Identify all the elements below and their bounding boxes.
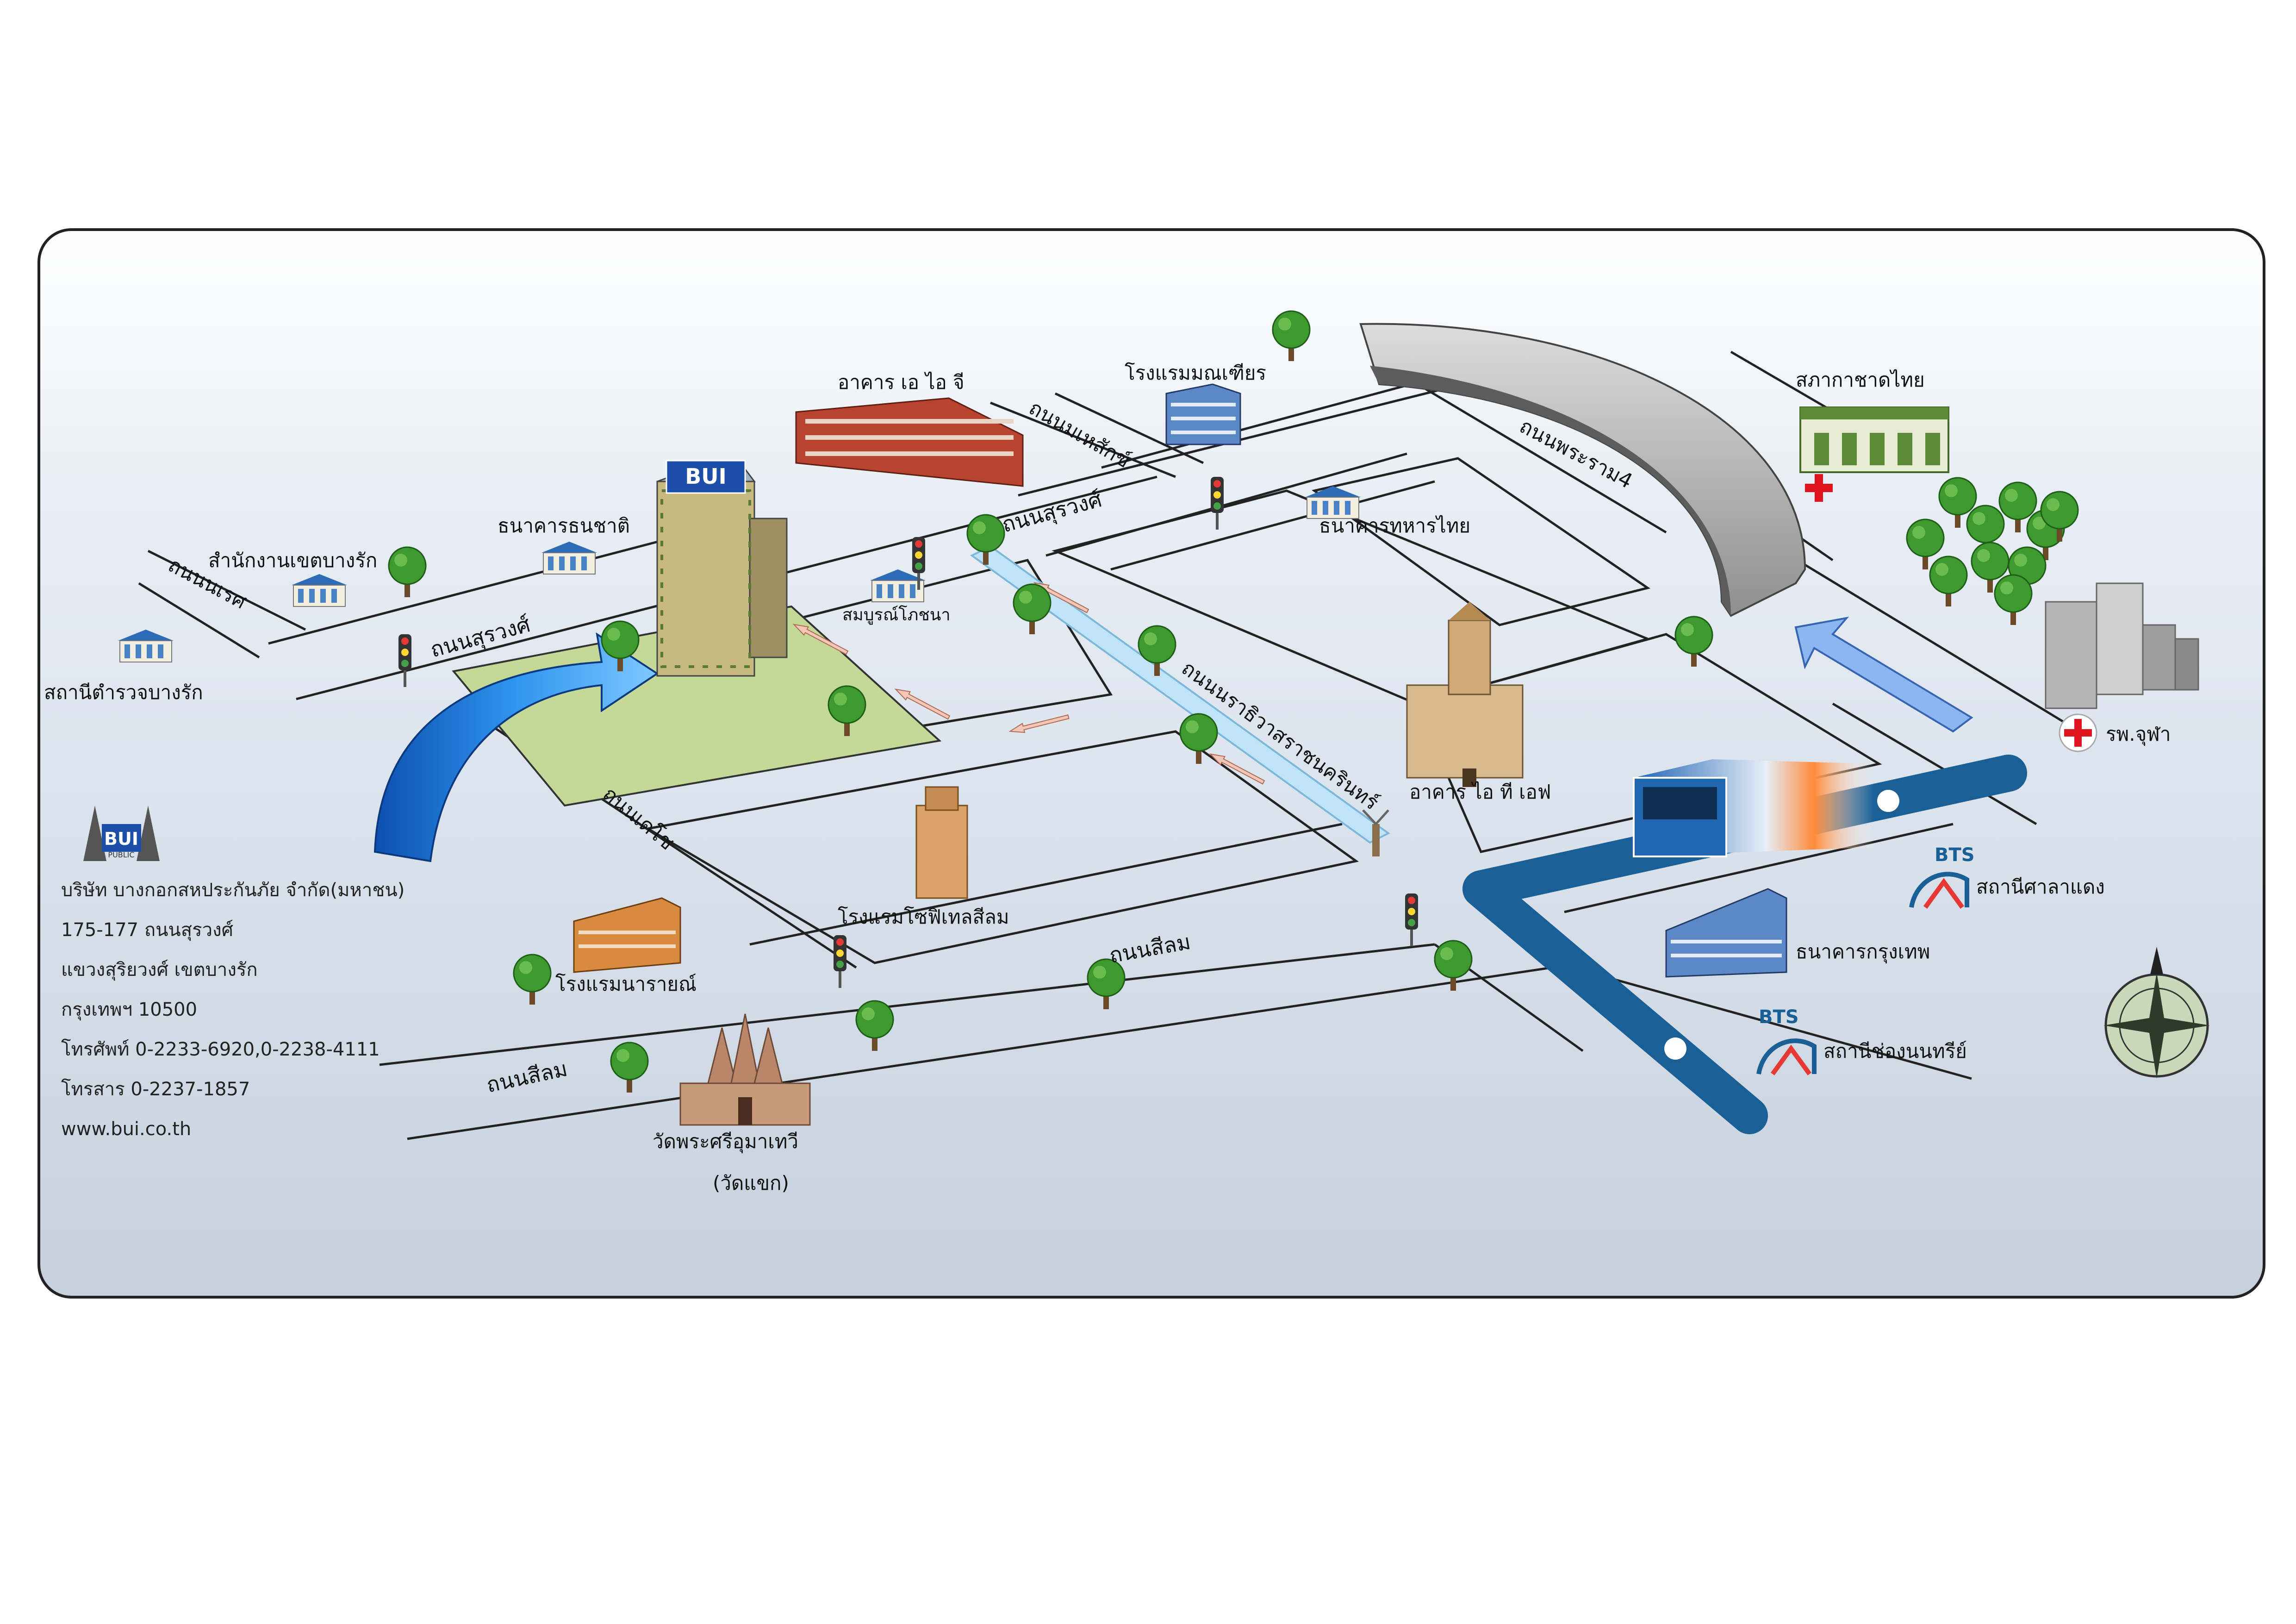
compass-icon <box>2103 947 2210 1079</box>
svg-text:PUBLIC: PUBLIC <box>108 850 134 859</box>
company-name: บริษัท บางกอกสหประกันภัย จำกัด(มหาชน) <box>61 880 405 901</box>
sofitel-building <box>915 786 968 899</box>
windmill-icon <box>1362 809 1389 856</box>
svg-text:BTS: BTS <box>1759 1006 1799 1028</box>
company-website[interactable]: www.bui.co.th <box>61 1118 192 1140</box>
company-logo: BUI PUBLIC <box>83 806 160 861</box>
company-fax: โทรสาร 0-2237-1857 <box>61 1079 250 1100</box>
label-thanachart-bank: ธนาคารธนชาติ <box>498 514 630 537</box>
temple-building <box>679 1013 811 1126</box>
label-bts-chongnonsi: สถานีช่องนนทรีย์ <box>1823 1040 1967 1062</box>
label-itf: อาคาร ไอ ที เอฟ <box>1409 781 1551 803</box>
label-red-cross: สภากาชาดไทย <box>1796 369 1925 391</box>
bangkok-bank-building <box>1665 888 1787 978</box>
red-cross-icon <box>1805 474 1833 502</box>
label-temple: วัดพระศรีอุมาเทวี <box>653 1130 798 1154</box>
bts-logo-chongnonsi: BTS <box>1756 1006 1817 1075</box>
bts-saladaeng-dot[interactable] <box>1877 790 1899 812</box>
label-police-station: สถานีตำรวจบางรัก <box>44 681 203 704</box>
label-somboon: สมบูรณ์โภชนา <box>842 605 951 625</box>
bts-chongnonsi-dot[interactable] <box>1664 1037 1686 1060</box>
bts-logo-saladaeng: BTS <box>1909 844 1975 909</box>
bts-train <box>1633 759 1874 857</box>
label-narai: โรงแรมนารายณ์ <box>555 973 697 995</box>
svg-text:BTS: BTS <box>1935 844 1975 866</box>
label-aig: อาคาร เอ ไอ จี <box>838 371 964 394</box>
company-address-1: 175-177 ถนนสุรวงศ์ <box>61 919 234 941</box>
bui-building: BUI <box>656 460 788 677</box>
company-info: บริษัท บางกอกสหประกันภัย จำกัด(มหาชน) 17… <box>61 870 404 1149</box>
chula-hospital-buildings <box>2045 582 2199 709</box>
aig-building <box>795 397 1024 487</box>
bui-building-sign: BUI <box>685 464 727 489</box>
label-sofitel: โรงแรมโซฟิเทลสีลม <box>838 906 1009 928</box>
company-phone: โทรศัพท์ 0-2233-6920,0-2238-4111 <box>61 1039 380 1060</box>
montien-hotel-building <box>1165 383 1241 445</box>
label-tmb-bank: ธนาคารทหารไทย <box>1319 514 1470 537</box>
itf-building <box>1406 602 1524 787</box>
company-address-3: กรุงเทพฯ 10500 <box>61 999 198 1020</box>
label-bangkok-bank: ธนาคารกรุงเทพ <box>1796 940 1930 964</box>
svg-text:BUI: BUI <box>104 829 138 849</box>
label-temple-alt: (วัดแขก) <box>713 1172 789 1194</box>
red-cross-building <box>1799 406 1949 473</box>
hospital-icon <box>2059 713 2097 752</box>
company-address-2: แขวงสุริยวงศ์ เขตบางรัก <box>61 959 258 981</box>
narai-hotel-building <box>573 897 681 973</box>
label-chula: รพ.จุฬา <box>2106 723 2171 746</box>
rama4-arrow <box>1794 617 1973 733</box>
expressway-curve <box>1359 323 1806 617</box>
label-bts-saladaeng: สถานีศาลาแดง <box>1976 875 2105 898</box>
label-district-office: สำนักงานเขตบางรัก <box>208 549 377 572</box>
label-montien-hotel: โรงแรมมณเฑียร <box>1125 362 1266 384</box>
